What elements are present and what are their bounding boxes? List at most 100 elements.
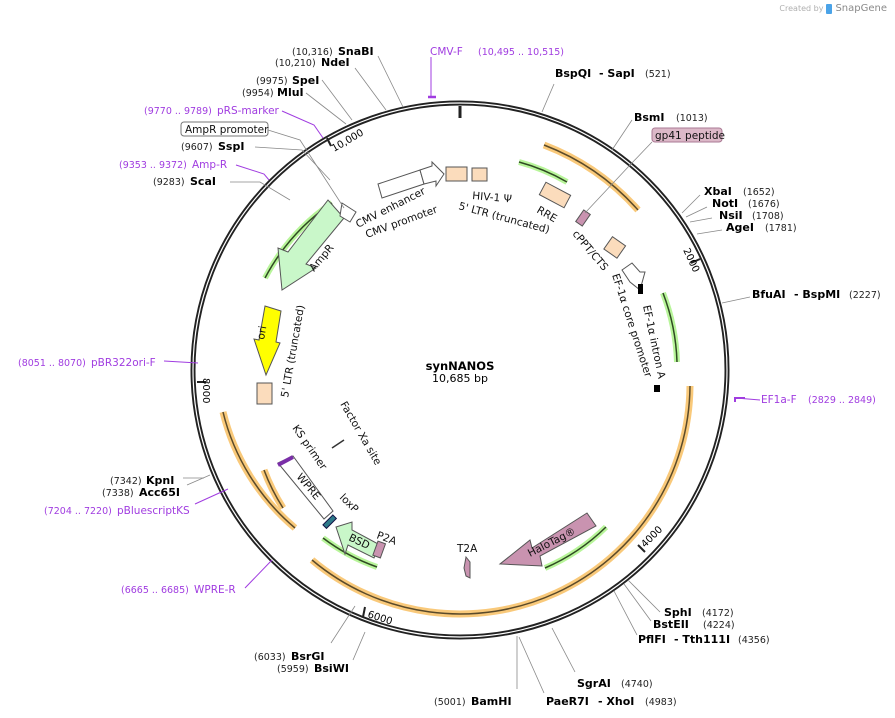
- snapgene-credit: Created by SnapGene: [779, 3, 887, 14]
- feature-loxp[interactable]: [322, 514, 338, 530]
- label-hiv-psi: HIV-1 Ψ: [472, 190, 513, 205]
- feature-t2a[interactable]: [463, 555, 471, 579]
- svg-text:BspQI: BspQI: [555, 67, 591, 80]
- svg-text:(4983): (4983): [645, 697, 677, 708]
- primer-prs-marker[interactable]: (9770 .. 9789) pRS-marker: [144, 105, 280, 117]
- svg-text:SpeI: SpeI: [292, 74, 319, 87]
- label-ltr5: 5' LTR (truncated): [457, 200, 551, 236]
- site-bspqi-sapi[interactable]: BspQI - SapI (521): [555, 67, 671, 80]
- svg-text:(521): (521): [645, 69, 671, 80]
- site-agei[interactable]: AgeI (1781): [726, 221, 797, 234]
- label-cppt: cPPT/CTS: [570, 228, 611, 273]
- site-kpni[interactable]: (7342) KpnI: [110, 474, 174, 487]
- site-nsii[interactable]: NsiI (1708): [719, 209, 784, 222]
- primer-wpre-r[interactable]: (6665 .. 6685) WPRE-R: [121, 584, 236, 596]
- svg-text:(7204 .. 7220): (7204 .. 7220): [44, 506, 112, 517]
- svg-text:NotI: NotI: [712, 197, 738, 210]
- svg-text:(6665 .. 6685): (6665 .. 6685): [121, 585, 189, 596]
- label-ampr-promoter-box[interactable]: AmpR promoter: [180, 121, 345, 209]
- svg-text:Acc65I: Acc65I: [139, 486, 180, 499]
- tick-8000: 8000: [197, 378, 211, 403]
- svg-text:- Tth111I: - Tth111I: [674, 633, 730, 646]
- site-sphi[interactable]: SphI (4172): [664, 606, 734, 619]
- feature-ef1a-core-promoter[interactable]: [621, 262, 646, 291]
- site-xbai[interactable]: XbaI (1652): [704, 185, 775, 198]
- tick-10000: 10,000: [326, 128, 366, 155]
- svg-text:(4172): (4172): [702, 608, 734, 619]
- label-gp41-box[interactable]: gp41 peptide: [584, 127, 725, 214]
- svg-text:(9975): (9975): [256, 76, 288, 87]
- svg-text:(5001): (5001): [434, 697, 466, 708]
- primer-leader-lines: [163, 57, 761, 589]
- site-bfuai-bspmi[interactable]: BfuAI - BspMI (2227): [752, 288, 881, 301]
- svg-text:- XhoI: - XhoI: [598, 695, 634, 708]
- svg-text:Amp-R: Amp-R: [192, 159, 227, 171]
- primer-ef1a-f[interactable]: EF1a-F (2829 .. 2849): [761, 394, 876, 406]
- label-ltr3: 5' LTR (truncated): [279, 304, 307, 398]
- feature-halotag[interactable]: [498, 512, 597, 567]
- site-scai[interactable]: (9283) ScaI: [153, 175, 216, 188]
- svg-text:(9770 .. 9789): (9770 .. 9789): [144, 106, 212, 117]
- primer-cmv-f[interactable]: CMV-F (10,495 .. 10,515): [430, 46, 564, 58]
- svg-text:BsiWI: BsiWI: [314, 662, 349, 675]
- svg-text:pBR322ori-F: pBR322ori-F: [91, 357, 156, 369]
- feature-rre[interactable]: [538, 181, 572, 209]
- svg-text:(1676): (1676): [748, 199, 780, 210]
- feature-cppt[interactable]: [575, 209, 591, 227]
- site-pflfi-tth111i[interactable]: PflFI - Tth111I (4356): [638, 633, 770, 646]
- feature-p2a[interactable]: [372, 540, 387, 559]
- site-bsiwi[interactable]: (5959) BsiWI: [277, 662, 349, 675]
- feature-cmv-enhancer[interactable]: [377, 160, 445, 199]
- svg-text:(4356): (4356): [738, 635, 770, 646]
- svg-text:BamHI: BamHI: [471, 695, 512, 708]
- label-ori: ori: [255, 325, 269, 341]
- site-noti[interactable]: NotI (1676): [712, 197, 780, 210]
- plasmid-name: synNANOS: [426, 359, 495, 373]
- primer-pbr322ori-f[interactable]: (8051 .. 8070) pBR322ori-F: [18, 357, 156, 369]
- svg-text:(5959): (5959): [277, 664, 309, 675]
- label-loxp: loxP: [337, 492, 361, 516]
- orf-arcs[interactable]: [219, 141, 694, 618]
- site-leader-lines: [183, 55, 751, 694]
- svg-text:(9954): (9954): [242, 88, 274, 99]
- feature-hiv-psi[interactable]: [445, 166, 468, 182]
- feature-ampr[interactable]: [277, 199, 345, 291]
- site-bsrgi[interactable]: (6033) BsrGI: [254, 650, 324, 663]
- svg-text:- SapI: - SapI: [599, 67, 635, 80]
- site-acc65i[interactable]: (7338) Acc65I: [102, 486, 180, 499]
- site-snabi[interactable]: (10,316) SnaBI: [292, 45, 374, 58]
- feature-ef1a-box[interactable]: [603, 235, 627, 259]
- svg-text:(9607): (9607): [181, 142, 213, 153]
- feature-ltr-3[interactable]: [256, 382, 273, 405]
- site-mlui[interactable]: (9954) MluI: [242, 86, 304, 99]
- feature-ltr5-box[interactable]: [471, 167, 488, 182]
- feature-factor-xa[interactable]: [331, 439, 345, 449]
- svg-text:SnaBI: SnaBI: [338, 45, 374, 58]
- primer-pbluescriptks[interactable]: (7204 .. 7220) pBluescriptKS: [44, 505, 190, 517]
- label-t2a: T2A: [456, 543, 478, 555]
- svg-text:AmpR promoter: AmpR promoter: [185, 124, 269, 136]
- svg-text:CMV-F: CMV-F: [430, 46, 463, 58]
- snapgene-logo-icon: [826, 3, 833, 14]
- svg-text:(10,210): (10,210): [275, 58, 316, 69]
- svg-text:(4224): (4224): [703, 620, 735, 631]
- svg-text:(7338): (7338): [102, 488, 134, 499]
- primer-amp-r[interactable]: (9353 .. 9372) Amp-R: [119, 159, 227, 171]
- site-bamhi[interactable]: (5001) BamHI: [434, 695, 512, 708]
- site-sspi[interactable]: (9607) SspI: [181, 140, 244, 153]
- credit-brand: SnapGene: [835, 3, 887, 14]
- site-bsmi[interactable]: BsmI (1013): [634, 111, 708, 124]
- svg-text:- BspMI: - BspMI: [794, 288, 840, 301]
- site-ndei[interactable]: (10,210) NdeI: [275, 56, 350, 69]
- site-paer7i-xhoi[interactable]: PaeR7I - XhoI (4983): [546, 695, 677, 708]
- backbone[interactable]: [190, 100, 730, 640]
- feature-ori[interactable]: [253, 305, 282, 377]
- feature-ks-primer[interactable]: [277, 455, 294, 467]
- site-spei[interactable]: (9975) SpeI: [256, 74, 319, 87]
- svg-text:MluI: MluI: [277, 86, 304, 99]
- site-bsteii[interactable]: BstEII (4224): [653, 618, 735, 631]
- site-sgrai[interactable]: SgrAI (4740): [577, 677, 653, 690]
- svg-text:PflFI: PflFI: [638, 633, 666, 646]
- svg-text:gp41 peptide: gp41 peptide: [655, 130, 725, 142]
